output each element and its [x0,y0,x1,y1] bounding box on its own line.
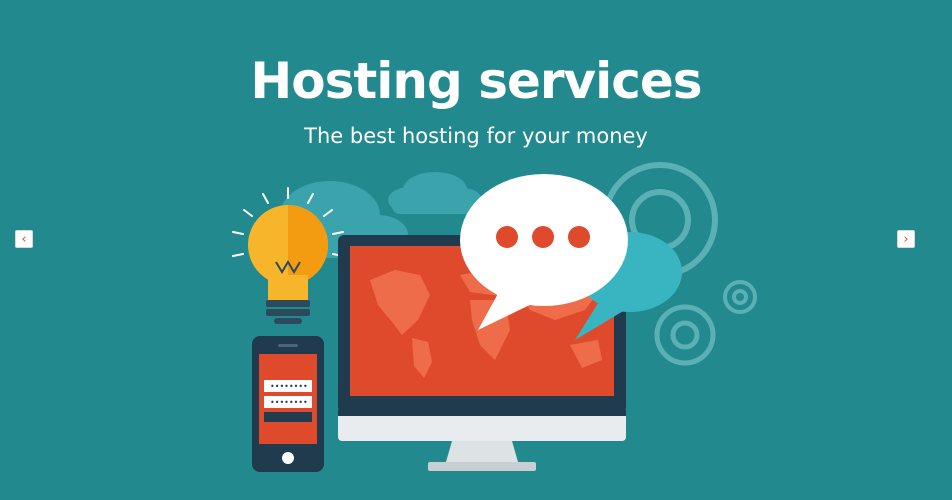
chevron-left-icon: ‹ [21,232,27,247]
page-title: Hosting services [250,52,702,110]
carousel-prev-button[interactable]: ‹ [15,230,33,248]
cloud-icon [388,172,482,214]
carousel-next-button[interactable]: › [897,230,915,248]
chevron-right-icon: › [903,232,909,247]
page-subtitle: The best hosting for your money [304,124,648,148]
phone-username-field: •••••••• [270,382,308,391]
gear-small-icon [654,304,716,366]
speech-bubble-icon [460,174,628,330]
phone-password-field: •••••••• [270,398,308,407]
gear-tiny-icon [723,280,757,314]
smartphone-icon: •••••••• •••••••• [252,336,324,472]
light-bulb-icon [232,187,344,324]
